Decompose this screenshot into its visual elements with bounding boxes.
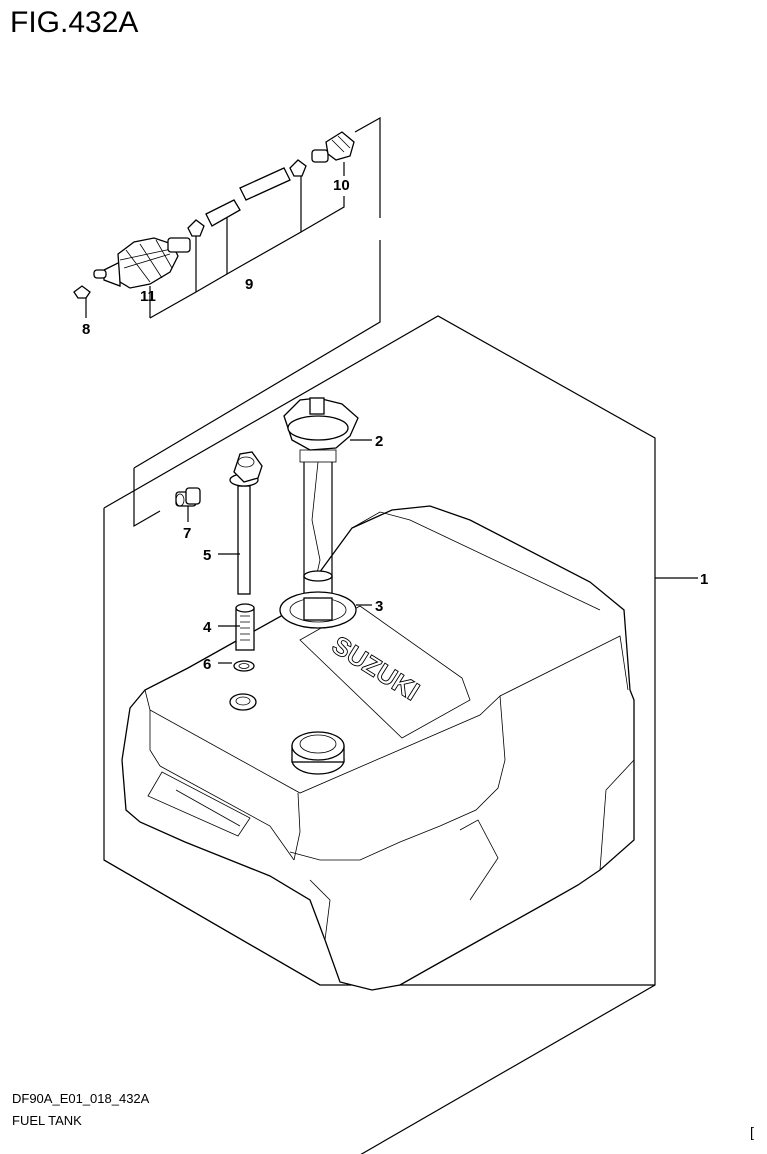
figure-title: FIG.432A: [10, 6, 139, 39]
page-mark: [: [750, 1124, 754, 1140]
assembly-outline: [103, 315, 656, 1154]
callout-8: 8: [82, 321, 90, 338]
callout-9: 9: [245, 276, 253, 293]
hose-kit-parts: [73, 131, 355, 299]
callout-labels: 1 2 3 4 5 6 7 8 9 10 11: [82, 177, 708, 673]
hose-kit-outline: [133, 116, 381, 528]
filler-cap: [291, 731, 345, 775]
callout-leaders: [85, 162, 698, 664]
callout-7: 7: [183, 525, 191, 542]
callout-1: 1: [700, 571, 708, 588]
gauge-gasket: [279, 591, 357, 629]
callout-2: 2: [375, 433, 383, 450]
figure-code: DF90A_E01_018_432A: [12, 1091, 150, 1106]
callout-4: 4: [203, 619, 212, 636]
fuel-gauge-assembly: [283, 397, 359, 599]
vent-port: [229, 693, 257, 711]
suction-pipe: [229, 451, 263, 595]
fuel-strainer: [235, 603, 255, 651]
fuel-tank: SUZUKI: [121, 505, 635, 991]
callout-3: 3: [375, 598, 383, 615]
callout-5: 5: [203, 547, 211, 564]
o-ring: [233, 660, 255, 672]
tank-connector: [175, 487, 201, 507]
callout-10: 10: [333, 177, 350, 194]
callout-11: 11: [140, 288, 156, 305]
figure-name: FUEL TANK: [12, 1113, 82, 1128]
callout-6: 6: [203, 656, 211, 673]
